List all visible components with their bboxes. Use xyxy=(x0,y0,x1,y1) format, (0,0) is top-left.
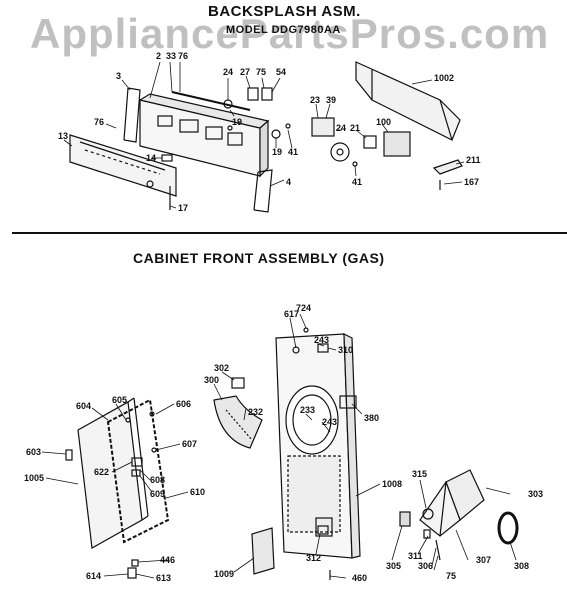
callout-label: 303 xyxy=(528,489,544,499)
callout-label: 380 xyxy=(364,413,380,423)
callout-label: 606 xyxy=(176,399,192,409)
callout-label: 75 xyxy=(446,571,457,581)
section-divider xyxy=(12,232,567,234)
callout-label: 613 xyxy=(156,573,172,583)
callout-label: 27 xyxy=(240,67,251,77)
callout-label: 3 xyxy=(116,71,122,81)
callout-label: 460 xyxy=(352,573,368,583)
callout-label: 305 xyxy=(386,561,402,571)
cabinet-front-part xyxy=(275,333,361,559)
callout-label: 21 xyxy=(350,123,361,133)
callout-label: 76 xyxy=(94,117,105,127)
callout-label: 4 xyxy=(286,177,292,187)
bracket-right-part xyxy=(253,169,273,213)
callout-label: 610 xyxy=(190,487,206,497)
callout-label: 167 xyxy=(464,177,480,187)
cabinet-title: CABINET FRONT ASSEMBLY (GAS) xyxy=(133,250,385,266)
control-panel-part xyxy=(69,134,177,197)
callout-label: 2 xyxy=(156,51,162,61)
callout-label: 41 xyxy=(288,147,299,157)
callout-label: 19 xyxy=(232,117,243,127)
callout-label: 604 xyxy=(76,401,92,411)
callout-label: 312 xyxy=(306,553,322,563)
callout-label: 24 xyxy=(336,123,347,133)
burner-housing-part xyxy=(419,469,485,537)
callout-label: 19 xyxy=(272,147,283,157)
callout-label: 14 xyxy=(146,153,157,163)
callout-label: 75 xyxy=(256,67,267,77)
backsplash-title: BACKSPLASH ASM. xyxy=(208,3,361,20)
callout-label: 607 xyxy=(182,439,198,449)
callout-label: 232 xyxy=(248,407,264,417)
callout-label: 100 xyxy=(376,117,392,127)
callout-label: 302 xyxy=(214,363,230,373)
callout-label: 1002 xyxy=(434,73,455,83)
callout-label: 605 xyxy=(112,395,128,405)
callout-label: 76 xyxy=(178,51,189,61)
callout-label: 233 xyxy=(300,405,316,415)
backsplash-model-caption: MODEL DDG7980AA xyxy=(226,24,341,36)
backsplash-housing-part xyxy=(138,93,270,178)
callout-label: 1005 xyxy=(24,473,45,483)
callout-label: 308 xyxy=(514,561,530,571)
backsplash-rear-part xyxy=(355,61,461,141)
callout-label: 39 xyxy=(326,95,337,105)
callout-label: 243 xyxy=(322,417,338,427)
callout-label: 17 xyxy=(178,203,189,213)
callout-label: 1008 xyxy=(382,479,403,489)
callout-label: 13 xyxy=(58,131,69,141)
callout-label: 311 xyxy=(408,551,423,561)
callout-label: 617 xyxy=(284,309,300,319)
bracket-part xyxy=(123,87,141,143)
callout-label: 306 xyxy=(418,561,434,571)
callout-label: 24 xyxy=(223,67,234,77)
door-part xyxy=(77,397,149,549)
callout-label: 1009 xyxy=(214,569,235,579)
callout-label: 603 xyxy=(26,447,42,457)
callout-label: 315 xyxy=(412,469,428,479)
callout-label: 307 xyxy=(476,555,492,565)
callout-label: 446 xyxy=(160,555,176,565)
callout-label: 608 xyxy=(150,475,166,485)
callout-label: 300 xyxy=(204,375,220,385)
callout-label: 243 xyxy=(314,335,330,345)
callout-label: 33 xyxy=(166,51,177,61)
watermark-text: AppliancePartsPros.com xyxy=(30,10,550,57)
callout-label: 310 xyxy=(338,345,354,355)
callout-label: 609 xyxy=(150,489,166,499)
callout-label: 724 xyxy=(296,303,312,313)
callout-label: 614 xyxy=(86,571,102,581)
callout-label: 211 xyxy=(466,155,481,165)
callout-label: 54 xyxy=(276,67,287,77)
callout-label: 23 xyxy=(310,95,321,105)
callout-label: 622 xyxy=(94,467,110,477)
callout-label: 41 xyxy=(352,177,363,187)
